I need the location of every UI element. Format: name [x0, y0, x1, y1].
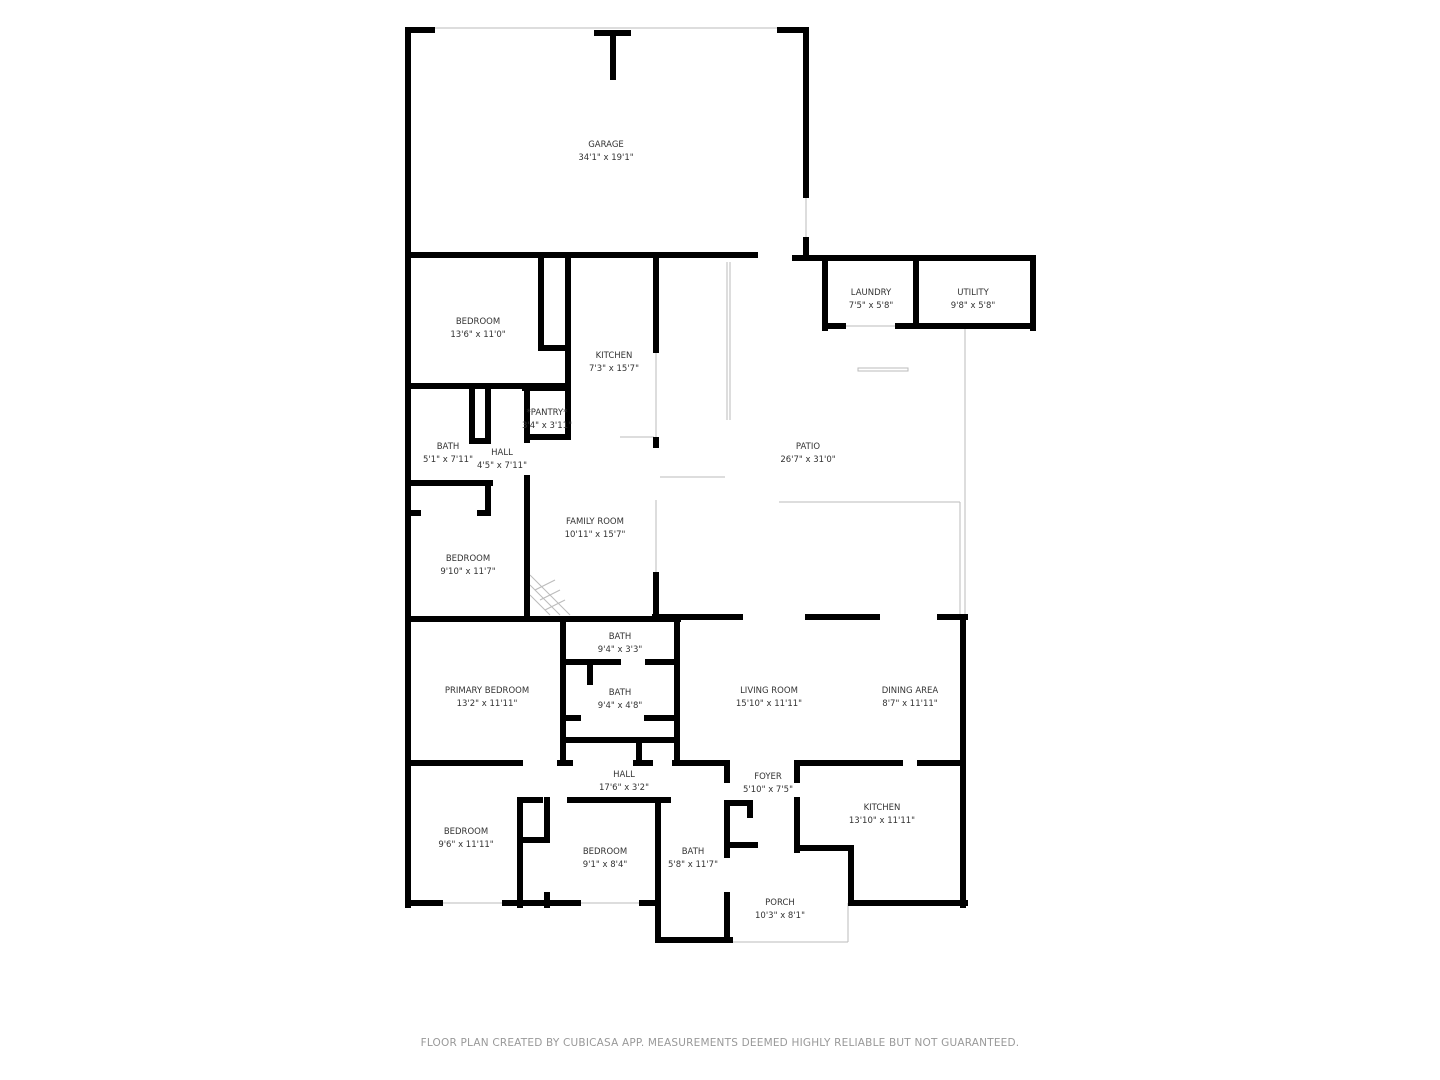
room-name: BEDROOM	[445, 554, 491, 564]
room-name: KITCHEN	[595, 351, 633, 361]
room-size: 9'4" x 4'8"	[597, 701, 643, 711]
room-label-kitchen: KITCHEN 7'3" x 15'7"	[589, 350, 639, 376]
room-label-living-room: LIVING ROOM 15'10" x 11'11"	[736, 685, 802, 711]
room-label-bedroom: BEDROOM 9'10" x 11'7"	[440, 553, 495, 579]
room-name: HALL	[613, 770, 635, 780]
room-size: 17'6" x 3'2"	[599, 783, 649, 793]
room-label-primary-bedroom: PRIMARY BEDROOM 13'2" x 11'11"	[445, 685, 529, 711]
room-label-dining-area: DINING AREA 8'7" x 11'11"	[882, 685, 938, 711]
room-name: BATH	[608, 688, 632, 698]
room-label-family-room: FAMILY ROOM 10'11" x 15'7"	[565, 516, 626, 542]
room-name: LIVING ROOM	[740, 686, 798, 696]
room-label-kitchen: KITCHEN 13'10" x 11'11"	[849, 802, 915, 828]
room-label-foyer: FOYER 5'10" x 7'5"	[743, 771, 793, 797]
room-label-bath: BATH 9'4" x 4'8"	[598, 687, 643, 713]
room-size: 3'4" x 3'11"	[522, 421, 572, 431]
room-label-bath: BATH 5'8" x 11'7"	[668, 846, 718, 872]
room-label-patio: PATIO 26'7" x 31'0"	[780, 441, 835, 467]
room-size: 7'5" x 5'8"	[848, 301, 894, 311]
room-size: 7'3" x 15'7"	[589, 364, 639, 374]
room-name: BATH	[681, 847, 705, 857]
room-size: 9'6" x 11'11"	[438, 840, 494, 850]
room-size: 34'1" x 19'1"	[578, 153, 634, 163]
room-name: GARAGE	[588, 140, 624, 150]
room-name: HALL	[491, 448, 513, 458]
room-label-bedroom: BEDROOM 13'6" x 11'0"	[450, 316, 505, 342]
room-name: BEDROOM	[443, 827, 489, 837]
room-size: 9'8" x 5'8"	[950, 301, 996, 311]
room-name: DINING AREA	[881, 686, 939, 696]
room-size: 4'5" x 7'11"	[477, 461, 527, 471]
room-name: PATIO	[795, 442, 821, 452]
room-label-utility: UTILITY 9'8" x 5'8"	[951, 287, 996, 313]
room-label-pantry: *PANTRY* 3'4" x 3'11"	[522, 407, 572, 433]
room-size: 10'3" x 8'1"	[755, 911, 805, 921]
room-size: 15'10" x 11'11"	[735, 699, 803, 709]
room-label-bedroom: BEDROOM 9'1" x 8'4"	[583, 846, 628, 872]
room-name: BEDROOM	[455, 317, 501, 327]
room-name: KITCHEN	[863, 803, 901, 813]
room-size: 13'6" x 11'0"	[450, 330, 506, 340]
room-name: PRIMARY BEDROOM	[444, 686, 530, 696]
room-size: 9'10" x 11'7"	[440, 567, 496, 577]
room-name: BATH	[608, 632, 632, 642]
room-label-hall: HALL 17'6" x 3'2"	[599, 769, 649, 795]
room-size: 9'4" x 3'3"	[597, 645, 643, 655]
room-size: 5'1" x 7'11"	[423, 455, 473, 465]
room-name: PORCH	[765, 898, 795, 908]
room-size: 10'11" x 15'7"	[564, 530, 626, 540]
room-size: 8'7" x 11'11"	[882, 699, 938, 709]
room-name: BEDROOM	[582, 847, 628, 857]
room-label-bath: BATH 5'1" x 7'11"	[423, 441, 473, 467]
room-name: LAUNDRY	[850, 288, 892, 298]
room-size: 26'7" x 31'0"	[780, 455, 836, 465]
room-size: 13'10" x 11'11"	[848, 816, 916, 826]
room-name: FAMILY ROOM	[566, 517, 624, 527]
room-label-bath: BATH 9'4" x 3'3"	[598, 631, 643, 657]
room-name: BATH	[436, 442, 460, 452]
room-label-hall: HALL 4'5" x 7'11"	[477, 447, 527, 473]
room-size: 5'10" x 7'5"	[743, 785, 793, 795]
room-size: 13'2" x 11'11"	[456, 699, 518, 709]
room-label-laundry: LAUNDRY 7'5" x 5'8"	[849, 287, 894, 313]
room-label-bedroom: BEDROOM 9'6" x 11'11"	[438, 826, 493, 852]
room-name: UTILITY	[957, 288, 989, 298]
room-label-garage: GARAGE 34'1" x 19'1"	[578, 139, 633, 165]
room-label-porch: PORCH 10'3" x 8'1"	[755, 897, 805, 923]
disclaimer-footer: FLOOR PLAN CREATED BY CUBICASA APP. MEAS…	[420, 1037, 1020, 1049]
room-size: 5'8" x 11'7"	[668, 860, 718, 870]
room-name: *PANTRY*	[526, 408, 568, 418]
room-name: FOYER	[754, 772, 782, 782]
room-size: 9'1" x 8'4"	[582, 860, 628, 870]
